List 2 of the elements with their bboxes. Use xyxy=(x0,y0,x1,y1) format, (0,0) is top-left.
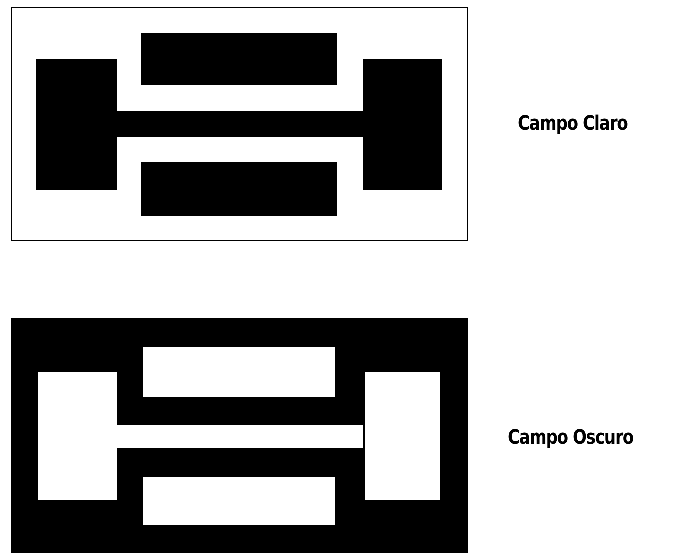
field-caption: Campo Claro xyxy=(518,111,628,135)
field-caption: Campo Oscuro xyxy=(508,425,634,449)
